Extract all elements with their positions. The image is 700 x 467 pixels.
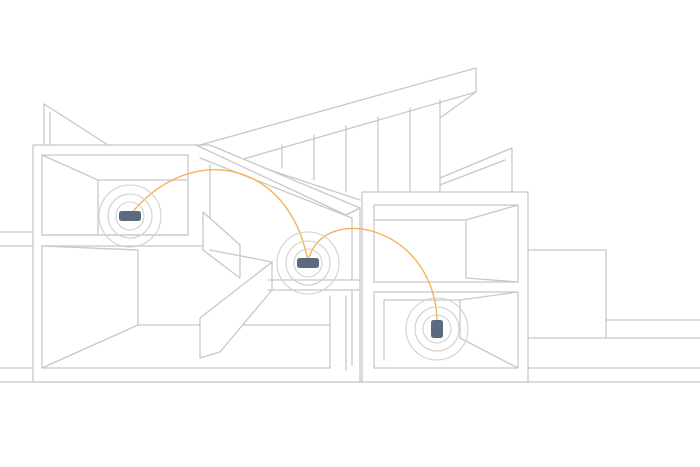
- link-upper-left-to-center: [129, 169, 309, 263]
- device-center[interactable]: [276, 231, 340, 295]
- device-lower-right[interactable]: [405, 297, 469, 361]
- mesh-router-icon: [431, 320, 443, 338]
- roof: [43, 67, 513, 201]
- mesh-router-icon: [119, 211, 141, 221]
- room-lower-right: [373, 291, 519, 369]
- house-outline: [32, 144, 529, 383]
- central-section: [199, 157, 361, 371]
- device-upper-left[interactable]: [98, 184, 162, 248]
- room-upper-right: [373, 204, 519, 283]
- right-annex: [527, 249, 700, 369]
- mesh-router-icon: [297, 258, 319, 268]
- room-upper-left: [41, 154, 189, 236]
